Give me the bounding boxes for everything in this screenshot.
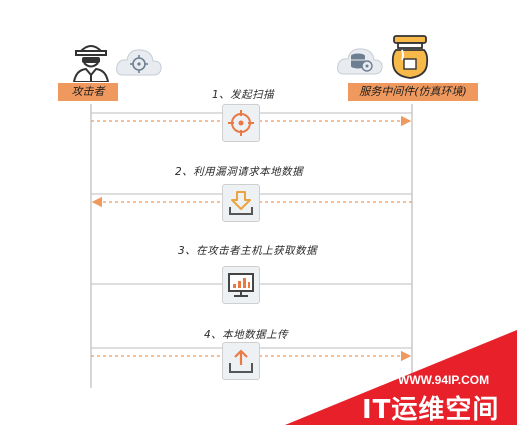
step1-label: 1、发起扫描: [212, 89, 275, 101]
hacker-spy-icon: [70, 38, 112, 83]
monitor-chart-icon: [222, 266, 260, 304]
crosshair-icon: [222, 104, 260, 142]
target-cloud-icon: [115, 45, 163, 79]
step2-label: 2、利用漏洞请求本地数据: [175, 166, 304, 178]
watermark-triangle: [285, 330, 517, 425]
watermark-title: IT运维空间: [362, 395, 500, 425]
upload-tray-icon: [222, 342, 260, 380]
step3-label: 3、在攻击者主机上获取数据: [178, 245, 318, 257]
database-cloud-icon: [336, 44, 384, 78]
honeypot-jar-icon: [390, 34, 430, 80]
server-label: 服务中间件(仿真环境): [348, 83, 478, 101]
watermark-url: WWW.94IP.COM: [398, 373, 490, 387]
attacker-label: 攻击者: [58, 83, 118, 101]
step4-label: 4、本地数据上传: [204, 329, 289, 341]
download-tray-icon: [222, 184, 260, 222]
